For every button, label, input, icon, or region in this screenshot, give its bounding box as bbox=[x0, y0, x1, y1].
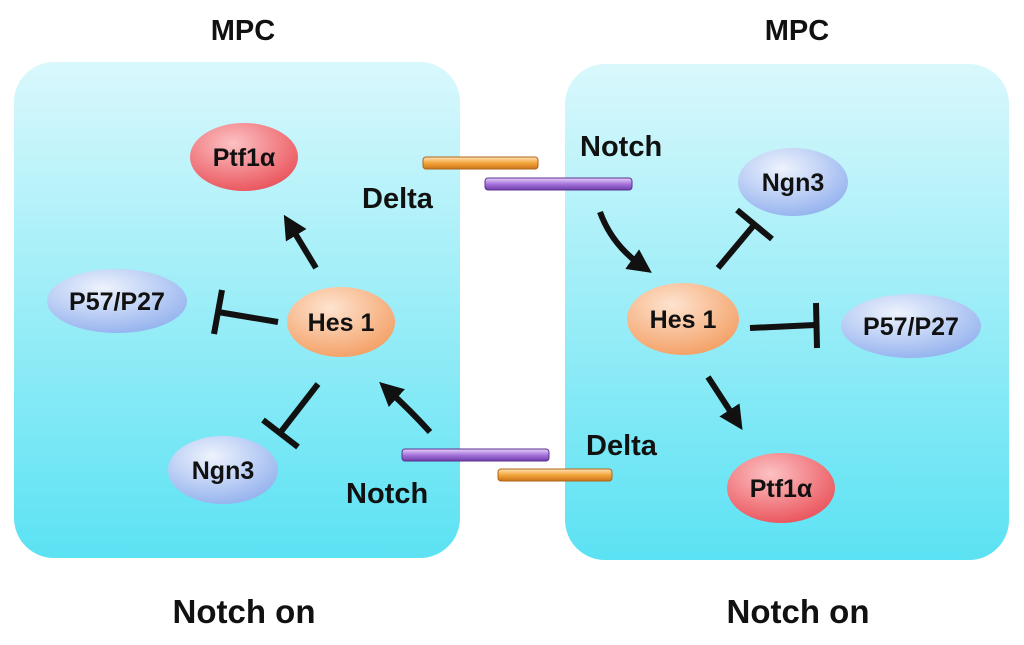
left-hes1-inhibits-ngn3 bbox=[277, 382, 321, 435]
left-ngn3-label: Ngn3 bbox=[192, 457, 255, 485]
left-cell-footer: Notch on bbox=[173, 593, 316, 630]
left-ptf1a-node bbox=[190, 123, 298, 191]
right-p57p27-label: P57/P27 bbox=[863, 313, 959, 341]
left-cell-title: MPC bbox=[211, 15, 276, 47]
left-p57p27-node bbox=[47, 269, 187, 333]
left-hes1-inhibits-p57p27 bbox=[217, 309, 279, 325]
right-cell-title: MPC bbox=[765, 15, 830, 47]
left-hes1-to-ptf1a-arrow bbox=[283, 214, 319, 270]
right-hes1-inhibits-p57p27 bbox=[749, 322, 816, 331]
left-p57p27-label: P57/P27 bbox=[69, 288, 165, 316]
top-delta-bar bbox=[422, 156, 539, 170]
bottom-delta-bar bbox=[497, 468, 613, 482]
left-notch-to-hes1-arrow bbox=[379, 381, 433, 435]
right-ngn3-label: Ngn3 bbox=[762, 169, 825, 197]
bottom-notch-bar bbox=[401, 448, 550, 462]
right-notch-label: Notch bbox=[580, 131, 662, 163]
top-notch-bar bbox=[484, 177, 633, 191]
right-delta-label: Delta bbox=[586, 430, 658, 462]
left-delta-label: Delta bbox=[362, 183, 434, 215]
right-p57p27-inhibit-bar bbox=[813, 302, 820, 349]
left-p57p27-inhibit-bar bbox=[211, 289, 225, 335]
left-ngn3-node bbox=[168, 436, 278, 504]
right-notch-to-hes1-arrow bbox=[597, 210, 652, 273]
right-cell-footer: Notch on bbox=[727, 593, 870, 630]
right-ngn3-inhibit-bar bbox=[735, 207, 774, 242]
left-notch-label: Notch bbox=[346, 478, 428, 510]
right-hes1-node bbox=[627, 283, 739, 355]
right-ptf1a-node bbox=[727, 453, 835, 523]
right-cell bbox=[565, 64, 1009, 560]
right-hes1-label: Hes 1 bbox=[650, 306, 717, 334]
left-cell bbox=[14, 62, 460, 558]
right-ptf1a-label: Ptf1α bbox=[750, 475, 813, 503]
left-ngn3-inhibit-bar bbox=[261, 417, 300, 450]
right-p57p27-node bbox=[841, 294, 981, 358]
right-hes1-to-ptf1a-arrow bbox=[705, 375, 743, 431]
right-hes1-inhibits-ngn3 bbox=[715, 223, 757, 270]
left-ptf1a-label: Ptf1α bbox=[213, 144, 276, 172]
right-ngn3-node bbox=[738, 148, 848, 216]
left-hes1-label: Hes 1 bbox=[308, 309, 375, 337]
left-hes1-node bbox=[287, 287, 395, 357]
